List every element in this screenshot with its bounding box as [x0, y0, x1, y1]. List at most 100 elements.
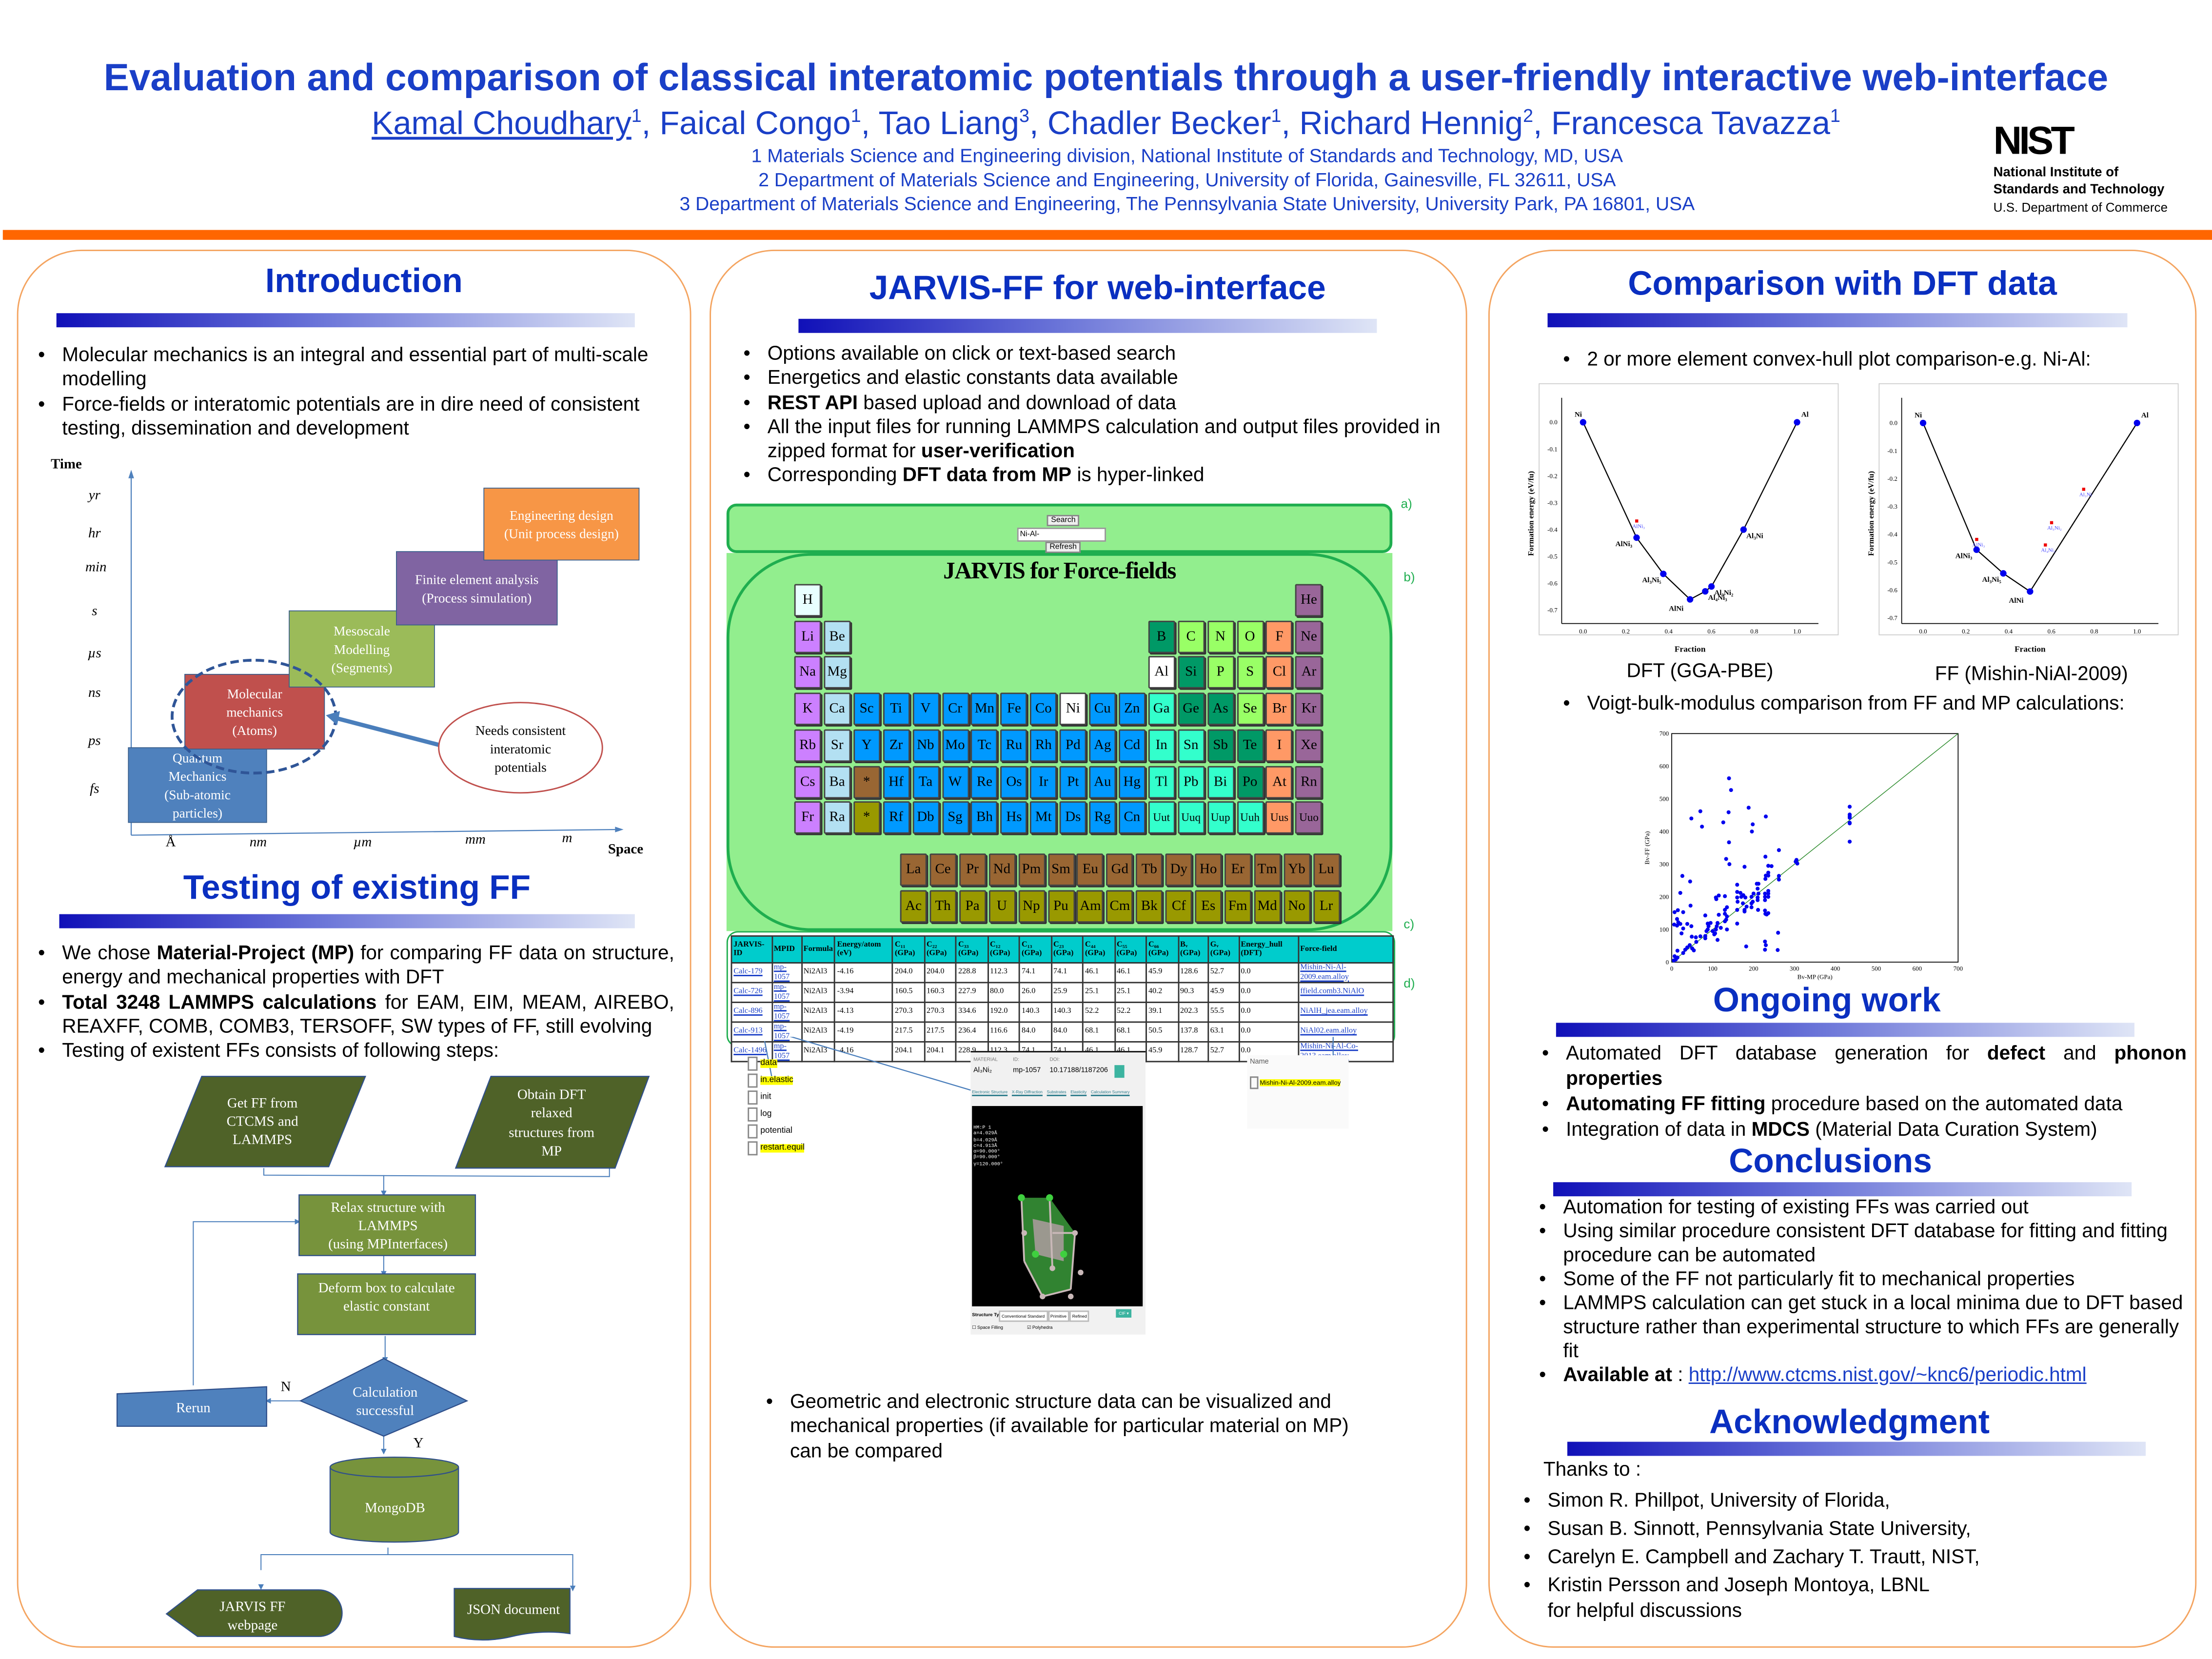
element-Rg[interactable]: Rg [1089, 801, 1116, 834]
mpid-link[interactable]: mp-1057 [773, 1023, 790, 1041]
element-Se[interactable]: Se [1236, 692, 1264, 726]
element-Bh[interactable]: Bh [971, 801, 998, 834]
output-file[interactable]: log [748, 1106, 818, 1123]
element-B[interactable]: B [1148, 620, 1175, 653]
element-W[interactable]: W [942, 765, 968, 798]
force-field-link[interactable]: NiAl02.eam.alloy [1300, 1027, 1357, 1036]
element-Nd[interactable]: Nd [988, 853, 1015, 886]
element-Uuo[interactable]: Uuo [1295, 801, 1323, 834]
element-Li[interactable]: Li [794, 620, 821, 653]
element-La[interactable]: La [900, 853, 927, 886]
element-Ac[interactable]: Ac [900, 890, 927, 923]
element-He[interactable]: He [1295, 584, 1323, 617]
element-Md[interactable]: Md [1254, 890, 1281, 923]
element-Ni[interactable]: Ni [1059, 692, 1086, 726]
element-Al[interactable]: Al [1148, 656, 1175, 689]
element-Pr[interactable]: Pr [959, 853, 986, 886]
element-Br[interactable]: Br [1266, 692, 1293, 726]
refresh-button[interactable]: Refresh [1045, 541, 1081, 553]
element-Mt[interactable]: Mt [1030, 801, 1057, 834]
element-Bi[interactable]: Bi [1207, 765, 1234, 798]
space-filling-checkbox[interactable]: ☐ Space Filling [972, 1324, 1003, 1331]
element-Ho[interactable]: Ho [1195, 853, 1222, 886]
element-Tl[interactable]: Tl [1148, 765, 1175, 798]
element-Fe[interactable]: Fe [1000, 692, 1027, 726]
element-Uup[interactable]: Uup [1207, 801, 1234, 834]
link[interactable]: http://www.ctcms.nist.gov/~knc6/periodic… [1688, 1363, 2087, 1385]
element-Uut[interactable]: Uut [1148, 801, 1175, 834]
element-Rb[interactable]: Rb [794, 729, 821, 762]
element-Ru[interactable]: Ru [1000, 729, 1027, 762]
search-input[interactable]: Ni-Al- [1017, 527, 1106, 542]
mpid-link[interactable]: mp-1057 [773, 963, 790, 982]
mp-tab[interactable]: Electronic Structure [972, 1089, 1008, 1095]
force-field-link[interactable]: Mishin-Ni-Al-2009.eam.alloy [1300, 963, 1349, 982]
force-field-file[interactable]: Mishin-Ni-Al-2009.eam.alloy [1250, 1076, 1341, 1089]
element-Si[interactable]: Si [1177, 656, 1205, 689]
element-Ce[interactable]: Ce [929, 853, 957, 886]
output-file[interactable]: potential [748, 1123, 818, 1140]
element-Cr[interactable]: Cr [942, 692, 968, 726]
element-Ge[interactable]: Ge [1177, 692, 1205, 726]
element-Ir[interactable]: Ir [1030, 765, 1057, 798]
polyhedra-checkbox[interactable]: ☑ Polyhedra [1027, 1324, 1053, 1331]
element-As[interactable]: As [1207, 692, 1234, 726]
element-Rn[interactable]: Rn [1295, 765, 1323, 798]
structure-type-button[interactable]: Primitive [1047, 1310, 1069, 1322]
element-C[interactable]: C [1177, 620, 1205, 653]
jarvis-id-link[interactable]: Calc-913 [733, 1027, 763, 1036]
element-Eu[interactable]: Eu [1077, 853, 1104, 886]
element-Hg[interactable]: Hg [1118, 765, 1146, 798]
element-Sn[interactable]: Sn [1177, 729, 1205, 762]
element-K[interactable]: K [794, 692, 821, 726]
element-Ra[interactable]: Ra [824, 801, 851, 834]
element-Uuq[interactable]: Uuq [1177, 801, 1205, 834]
output-file[interactable]: in.elastic [748, 1072, 818, 1089]
element-Ds[interactable]: Ds [1059, 801, 1086, 834]
element-Pb[interactable]: Pb [1177, 765, 1205, 798]
element-Co[interactable]: Co [1030, 692, 1057, 726]
element-At[interactable]: At [1266, 765, 1293, 798]
element-Be[interactable]: Be [824, 620, 851, 653]
element-Mg[interactable]: Mg [824, 656, 851, 689]
output-file[interactable]: restart.equil [748, 1140, 818, 1157]
element-O[interactable]: O [1236, 620, 1264, 653]
element-Gd[interactable]: Gd [1106, 853, 1133, 886]
element-Ti[interactable]: Ti [883, 692, 910, 726]
element-Tc[interactable]: Tc [971, 729, 998, 762]
element-Am[interactable]: Am [1077, 890, 1104, 923]
element-Lu[interactable]: Lu [1313, 853, 1340, 886]
element-In[interactable]: In [1148, 729, 1175, 762]
element-Xe[interactable]: Xe [1295, 729, 1323, 762]
element-Cm[interactable]: Cm [1106, 890, 1133, 923]
element-Sc[interactable]: Sc [853, 692, 880, 726]
element-Np[interactable]: Np [1018, 890, 1045, 923]
element-No[interactable]: No [1283, 890, 1310, 923]
element-Bk[interactable]: Bk [1136, 890, 1163, 923]
mp-tab[interactable]: Substrates [1047, 1089, 1066, 1095]
element-Yb[interactable]: Yb [1283, 853, 1310, 886]
element-Cu[interactable]: Cu [1089, 692, 1116, 726]
jarvis-id-link[interactable]: Calc-726 [733, 988, 763, 997]
element-Cs[interactable]: Cs [794, 765, 821, 798]
element-Sb[interactable]: Sb [1207, 729, 1234, 762]
element-Mn[interactable]: Mn [971, 692, 998, 726]
mp-tab[interactable]: Calculation Summary [1090, 1089, 1130, 1095]
mpid-link[interactable]: mp-1057 [773, 1003, 790, 1021]
element-Es[interactable]: Es [1195, 890, 1222, 923]
element-Tm[interactable]: Tm [1254, 853, 1281, 886]
element-Zr[interactable]: Zr [883, 729, 910, 762]
element-Ne[interactable]: Ne [1295, 620, 1323, 653]
element-Ta[interactable]: Ta [912, 765, 939, 798]
element-Pa[interactable]: Pa [959, 890, 986, 923]
element-Rh[interactable]: Rh [1030, 729, 1057, 762]
structure-type-button[interactable]: Conventional Standard [999, 1310, 1048, 1322]
output-file[interactable]: init [748, 1089, 818, 1106]
element-Hf[interactable]: Hf [883, 765, 910, 798]
element-Ba[interactable]: Ba [824, 765, 851, 798]
element-Ga[interactable]: Ga [1148, 692, 1175, 726]
element-H[interactable]: H [794, 584, 821, 617]
mp-tab[interactable]: X-Ray Diffraction [1011, 1089, 1043, 1095]
element-U[interactable]: U [988, 890, 1015, 923]
mp-tab[interactable]: Elasticity [1070, 1089, 1087, 1095]
